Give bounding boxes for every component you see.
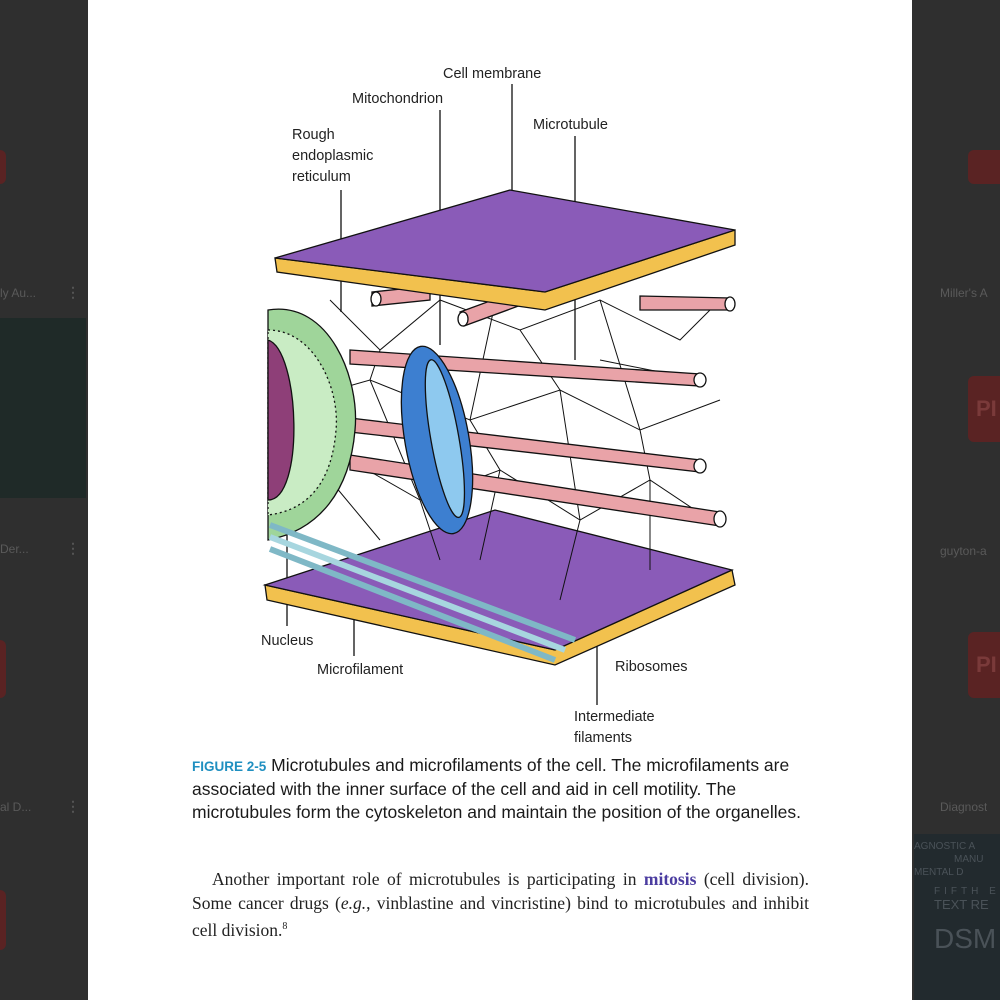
- cover-text: AGNOSTIC A: [914, 841, 976, 852]
- file-thumbnail[interactable]: [0, 318, 86, 498]
- file-title[interactable]: Miller's A: [940, 286, 988, 300]
- label-line: Intermediate: [574, 709, 655, 725]
- cover-text: DSM: [934, 923, 997, 954]
- cover-text: TEXT RE: [934, 897, 989, 912]
- file-title[interactable]: ly Au...: [0, 286, 37, 300]
- label-line: reticulum: [292, 169, 351, 185]
- more-options-icon[interactable]: ⋮: [66, 284, 80, 300]
- label-ribosomes: Ribosomes: [615, 659, 688, 675]
- file-title[interactable]: al D...: [0, 800, 32, 814]
- nucleus-and-er: [267, 308, 357, 541]
- label-rough-er: Rough endoplasmic reticulum: [292, 125, 373, 188]
- pdf-thumbnail[interactable]: [0, 890, 6, 950]
- body-paragraph: Another important role of microtubules i…: [192, 868, 809, 942]
- label-microfilament: Microfilament: [317, 662, 404, 678]
- pdf-thumbnail[interactable]: [968, 150, 1000, 184]
- label-line: Rough: [292, 127, 335, 143]
- label-nucleus: Nucleus: [261, 633, 314, 649]
- cover-text: FIFTH E: [934, 886, 1000, 897]
- pdf-thumbnail[interactable]: [0, 640, 6, 698]
- cell-cytoskeleton-illustration: [262, 84, 736, 705]
- body-text: , vinblastine and vincristine) bind to m…: [192, 892, 809, 940]
- cover-text: MENTAL D: [914, 867, 964, 878]
- label-cell-membrane: Cell membrane: [443, 66, 542, 82]
- body-text: e.g.: [340, 892, 367, 913]
- body-text: (cell division). Some cancer drugs (: [192, 869, 809, 913]
- pdf-thumbnail[interactable]: [0, 150, 6, 184]
- label-mitochondrion: Mitochondrion: [352, 91, 444, 107]
- glossary-term-link[interactable]: mitosis: [643, 869, 697, 889]
- figure-number: FIGURE 2-5: [192, 759, 267, 774]
- top-membrane: [274, 189, 736, 311]
- file-title[interactable]: Diagnost: [940, 800, 988, 814]
- more-options-icon[interactable]: ⋮: [66, 540, 80, 556]
- pdf-thumbnail[interactable]: PI: [968, 632, 1000, 698]
- cover-text: MANU: [954, 854, 984, 865]
- body-text: Another important role of microtubules i…: [212, 869, 644, 889]
- file-title[interactable]: guyton-a: [940, 544, 987, 558]
- file-title[interactable]: Der...: [0, 542, 29, 556]
- pdf-thumbnail[interactable]: PI: [968, 376, 1000, 442]
- document-page: Cell membrane Mitochondrion Microtubule …: [88, 0, 912, 1000]
- figure-caption: FIGURE 2-5 Microtubules and microfilamen…: [192, 754, 812, 824]
- label-microtubule: Microtubule: [533, 117, 608, 133]
- microfilaments: [268, 522, 577, 663]
- mitochondrion: [400, 345, 474, 535]
- label-intermediate-filaments: Intermediate filaments: [574, 707, 655, 749]
- label-line: endoplasmic: [292, 148, 374, 164]
- reference-number[interactable]: 8: [282, 921, 288, 932]
- caption-text: Microtubules and microfilaments of the c…: [192, 755, 801, 822]
- more-options-icon[interactable]: ⋮: [66, 798, 80, 814]
- dsm-cover-thumbnail[interactable]: AGNOSTIC A MANU MENTAL D FIFTH E TEXT RE…: [914, 834, 1000, 1000]
- bottom-membrane: [262, 509, 736, 666]
- label-line: filaments: [574, 730, 633, 746]
